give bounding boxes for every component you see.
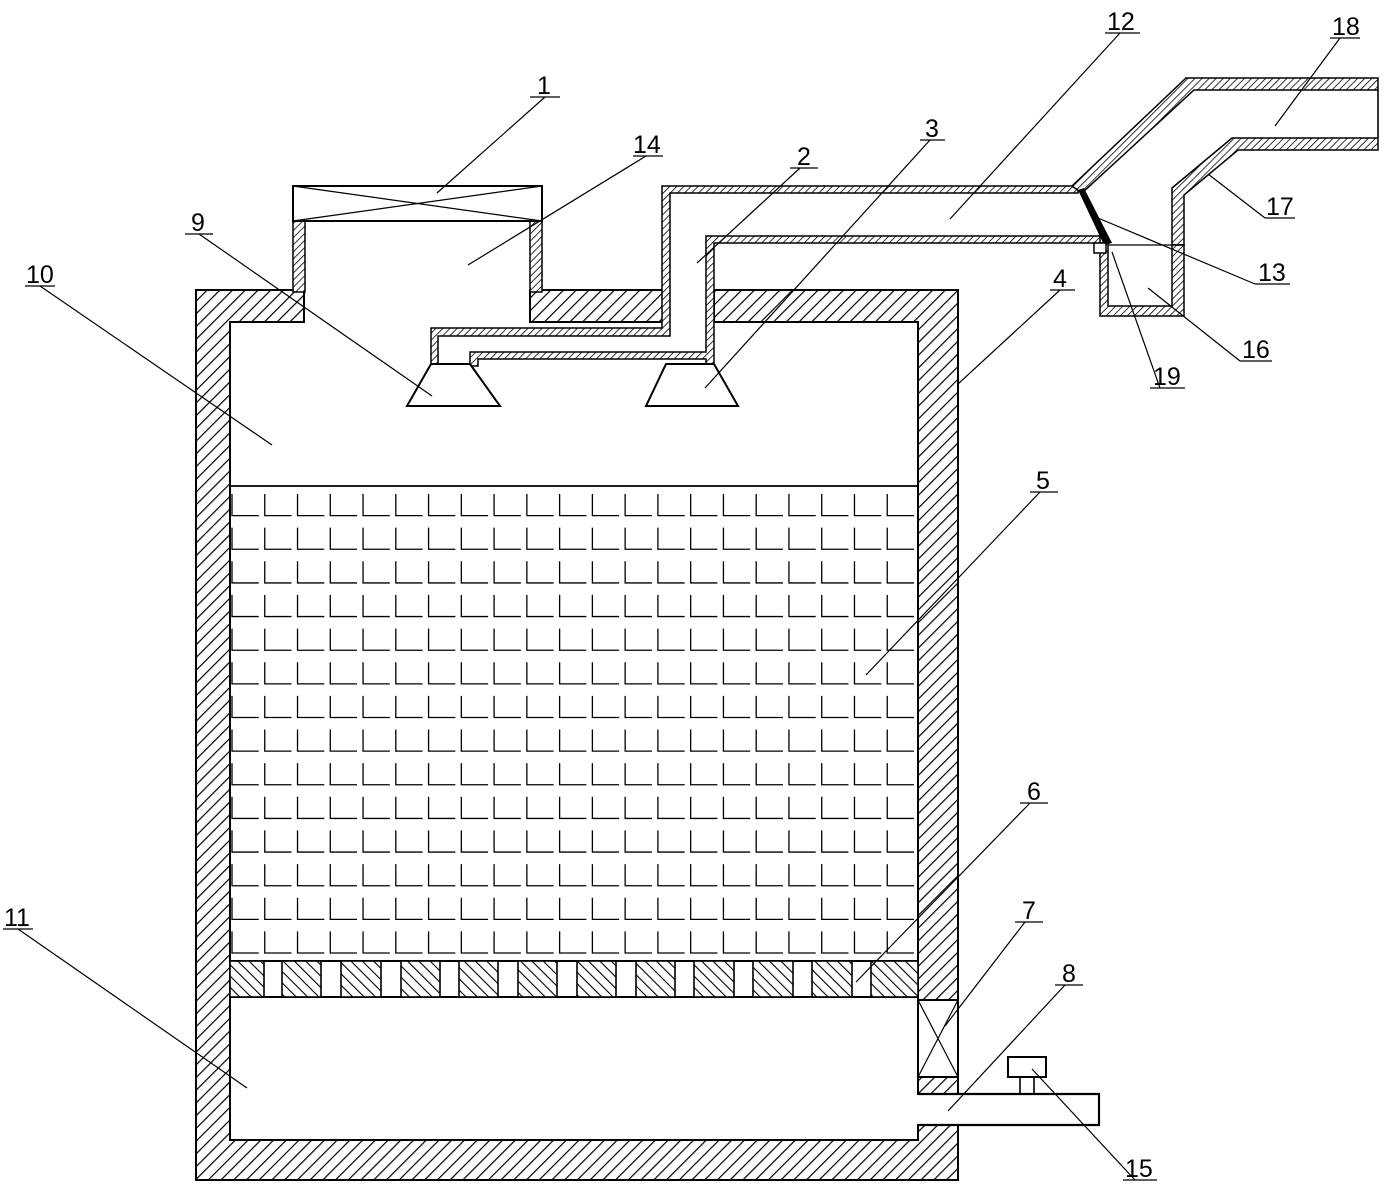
callout-17: 17 bbox=[1266, 193, 1294, 221]
callout-15: 15 bbox=[1125, 1155, 1153, 1183]
callout-9: 9 bbox=[191, 209, 205, 237]
callout-1: 1 bbox=[537, 72, 551, 100]
callout-5: 5 bbox=[1036, 467, 1050, 495]
callout-6: 6 bbox=[1027, 778, 1041, 806]
callout-16: 16 bbox=[1242, 336, 1270, 364]
leader-lines bbox=[3, 32, 1360, 1181]
vessel-wall bbox=[195, 289, 959, 1181]
callout-13: 13 bbox=[1258, 259, 1286, 287]
callout-12: 12 bbox=[1107, 8, 1135, 36]
callout-18: 18 bbox=[1332, 13, 1360, 41]
callout-19: 19 bbox=[1153, 363, 1181, 391]
callout-2: 2 bbox=[797, 143, 811, 171]
top-chimney bbox=[292, 185, 543, 293]
callout-11: 11 bbox=[4, 904, 30, 932]
outlet-pipe bbox=[918, 1056, 1101, 1127]
support-grid bbox=[229, 960, 919, 998]
callout-4: 4 bbox=[1053, 265, 1067, 293]
callout-14: 14 bbox=[633, 131, 661, 159]
callout-7: 7 bbox=[1022, 897, 1036, 925]
exhaust-pipe-assembly bbox=[1070, 77, 1379, 317]
callout-8: 8 bbox=[1062, 960, 1076, 988]
callout-10: 10 bbox=[26, 261, 54, 289]
callout-labels: 1 14 2 3 4 5 6 7 8 9 10 11 12 13 16 17 1… bbox=[4, 8, 1360, 1183]
spray-pipes bbox=[405, 185, 1101, 407]
callout-3: 3 bbox=[925, 115, 939, 143]
packing-grid bbox=[230, 485, 918, 954]
valve-7 bbox=[917, 999, 959, 1078]
